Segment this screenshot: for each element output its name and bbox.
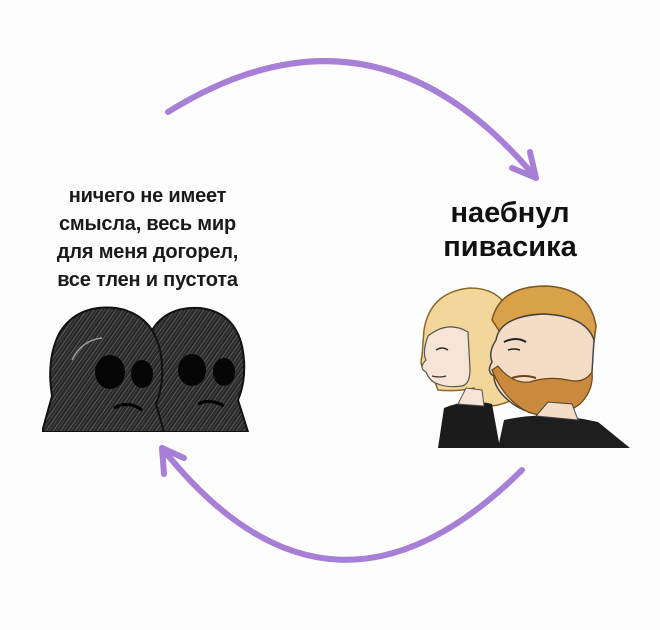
curved-arrow-top-icon	[165, 58, 539, 181]
left-caption-line: ничего не имеет	[68, 185, 227, 207]
curved-arrow-bottom-icon	[159, 445, 525, 563]
right-caption: наебнул пивасика	[410, 196, 610, 264]
left-caption: ничего не имеет смысла, весь мир для мен…	[20, 182, 275, 294]
wojak-head-front	[42, 306, 166, 432]
wojak-head-back	[140, 306, 250, 432]
right-caption-line: пивасика	[443, 231, 577, 263]
left-caption-line: все тлен и пустота	[57, 269, 238, 291]
yes-chad	[488, 285, 630, 448]
right-caption-line: наебнул	[450, 197, 570, 229]
blonde-and-chad-image	[420, 285, 630, 448]
left-caption-line: смысла, весь мир	[58, 213, 237, 235]
crying-wojak-pair-image	[42, 306, 250, 432]
left-caption-line: для меня догорел,	[56, 241, 239, 263]
